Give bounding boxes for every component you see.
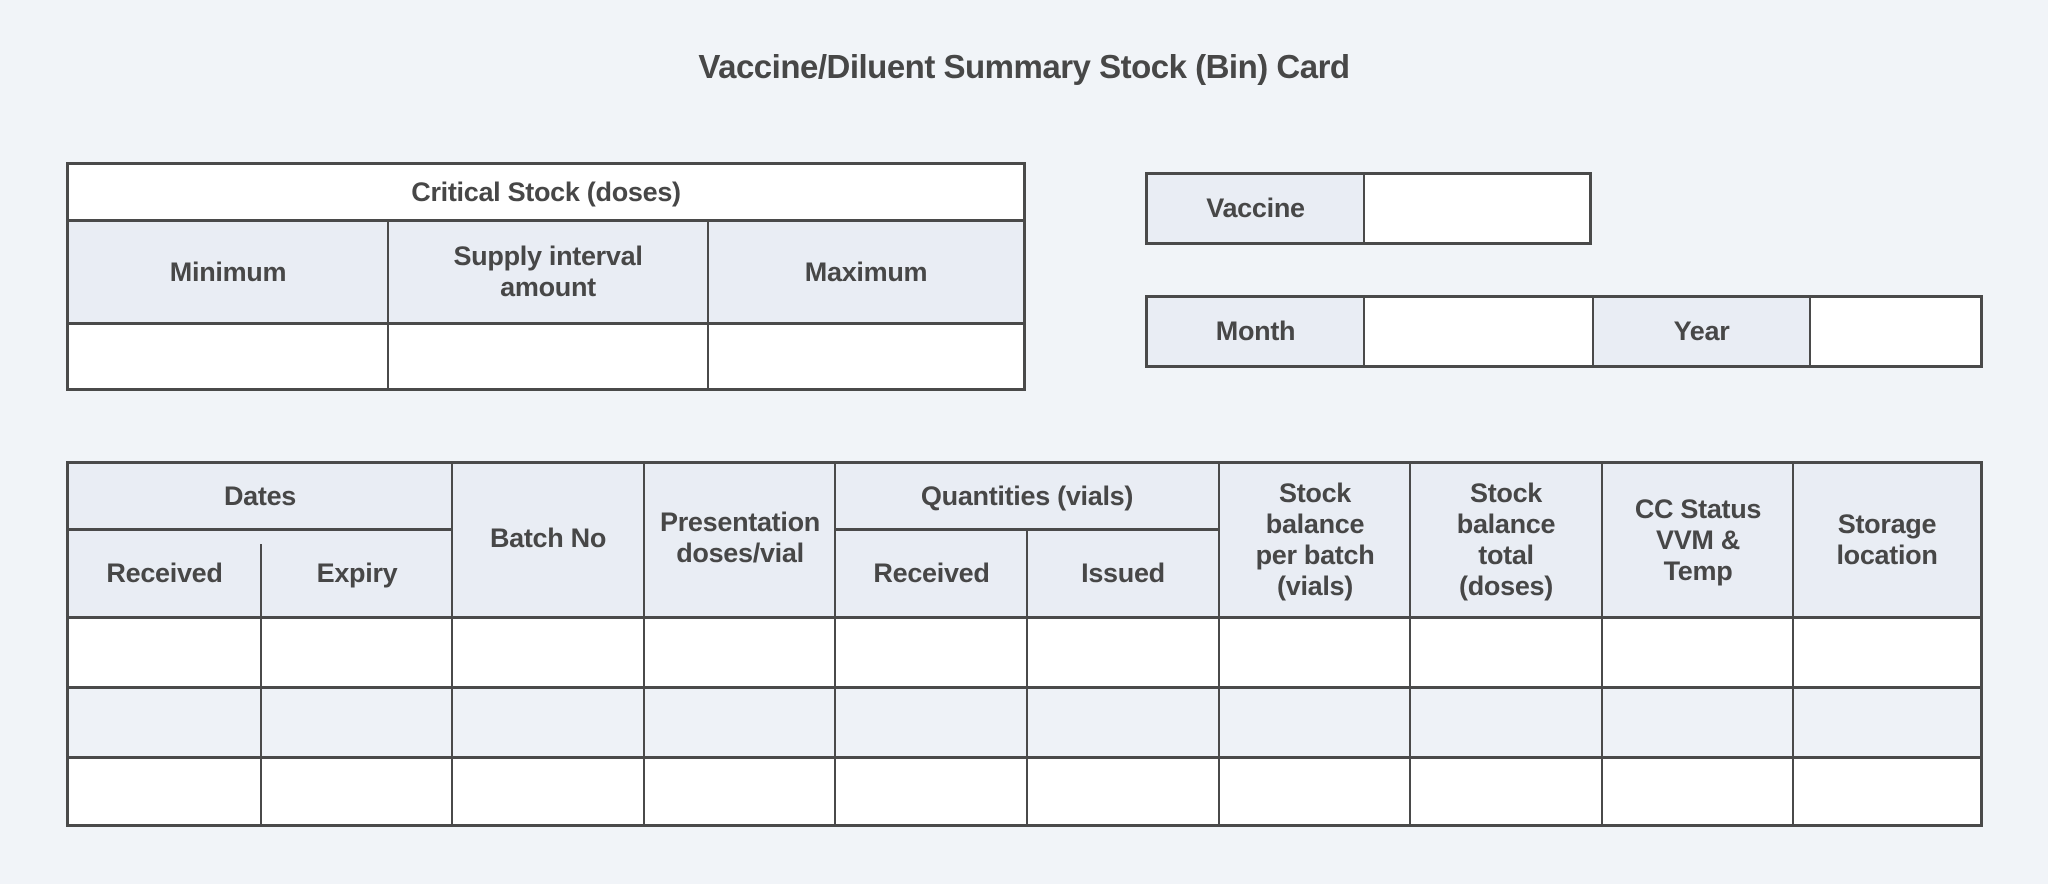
year-input[interactable] (1811, 298, 1980, 365)
critical-stock-table: Critical Stock (doses) Minimum Supply in… (66, 162, 1026, 391)
critical-stock-heading: Critical Stock (doses) (69, 165, 1023, 219)
vaccine-input[interactable] (1365, 175, 1589, 242)
dates-group-header: Dates (69, 464, 451, 528)
date-received-header: Received (69, 531, 260, 616)
batch-no-header: Batch No (453, 464, 643, 616)
vaccine-label: Vaccine (1148, 175, 1363, 242)
supply-interval-input[interactable] (389, 325, 707, 388)
year-label: Year (1594, 298, 1809, 365)
stock-balance-total-header: Stock balance total (doses) (1411, 464, 1601, 616)
quantities-group-header: Quantities (vials) (836, 464, 1218, 528)
qty-received-header: Received (836, 531, 1027, 616)
stock-balance-batch-header: Stock balance per batch (vials) (1220, 464, 1410, 616)
issued-header: Issued (1028, 531, 1218, 616)
maximum-input[interactable] (709, 325, 1023, 388)
vaccine-field-group: Vaccine (1145, 172, 1592, 245)
storage-location-header: Storage location (1794, 464, 1980, 616)
maximum-header: Maximum (709, 222, 1023, 322)
month-input[interactable] (1365, 298, 1592, 365)
month-label: Month (1148, 298, 1363, 365)
page-title: Vaccine/Diluent Summary Stock (Bin) Card (698, 48, 1350, 85)
table-row (69, 619, 1980, 686)
minimum-header: Minimum (69, 222, 387, 322)
table-row (69, 689, 1980, 756)
stock-ledger-table: Dates Quantities (vials) Received Expiry… (66, 461, 1983, 827)
cc-status-header: CC Status VVM & Temp (1603, 464, 1793, 616)
minimum-input[interactable] (69, 325, 387, 388)
table-row (69, 759, 1980, 824)
supply-interval-header: Supply interval amount (389, 222, 707, 322)
period-field-group: Month Year (1145, 295, 1983, 368)
presentation-header: Presentation doses/vial (645, 464, 835, 616)
expiry-header: Expiry (262, 531, 452, 616)
